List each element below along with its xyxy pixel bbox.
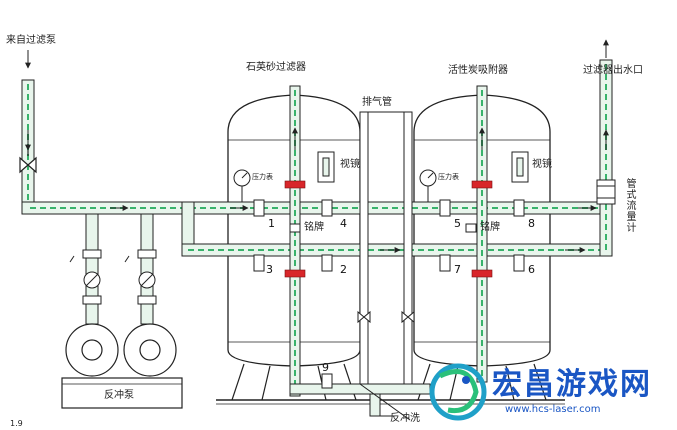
label-carbon-filter: 活性炭吸附器 [448, 65, 508, 76]
valve-number-3: 3 [266, 263, 273, 276]
pump-branch-fittings [69, 249, 157, 305]
sight-glasses [317, 151, 529, 183]
valve-number-8: 8 [528, 217, 535, 230]
valve-number-1: 1 [268, 217, 275, 230]
valve-number-6: 6 [528, 263, 535, 276]
vent-valves [357, 310, 415, 324]
label-gauge-left: 压力表 [252, 173, 273, 181]
valve-number-9: 9 [322, 361, 329, 374]
valve-number-2: 2 [340, 263, 347, 276]
label-nameplate-right: 铭牌 [480, 222, 500, 233]
label-sight-glass-right: 视镜 [532, 159, 552, 170]
valve-number-5: 5 [454, 217, 461, 230]
label-inlet-pump: 来自过滤泵 [6, 35, 56, 46]
pressure-gauges [233, 169, 437, 202]
label-backwash-pump: 反冲泵 [104, 390, 134, 401]
nameplates [289, 223, 477, 233]
label-nameplate-left: 铭牌 [304, 222, 324, 233]
side-valves [253, 199, 525, 389]
inlet-valve [19, 150, 37, 174]
label-backwash-drain: 反冲洗 [390, 413, 420, 424]
label-sight-glass-left: 视镜 [340, 159, 360, 170]
valve-number-4: 4 [340, 217, 347, 230]
label-quartz-filter: 石英砂过滤器 [246, 62, 306, 73]
label-gauge-right: 压力表 [438, 173, 459, 181]
backwash-pumps [61, 323, 183, 409]
valve-number-7: 7 [454, 263, 461, 276]
flow-arrows [25, 39, 609, 253]
red-valve-markers [284, 180, 493, 278]
watermark-title: 宏昌游戏网 [492, 367, 652, 402]
watermark-logo [429, 363, 487, 421]
label-flowmeter: 管式流量计 [624, 178, 635, 233]
label-vent-pipe: 排气管 [362, 97, 392, 108]
label-filter-outlet: 过滤器出水口 [583, 65, 643, 76]
label-corner-mark: 1.9 [10, 419, 23, 428]
tank-supports [216, 363, 565, 405]
watermark-url: www.hcs-laser.com [505, 404, 601, 415]
flowmeter [596, 179, 616, 205]
